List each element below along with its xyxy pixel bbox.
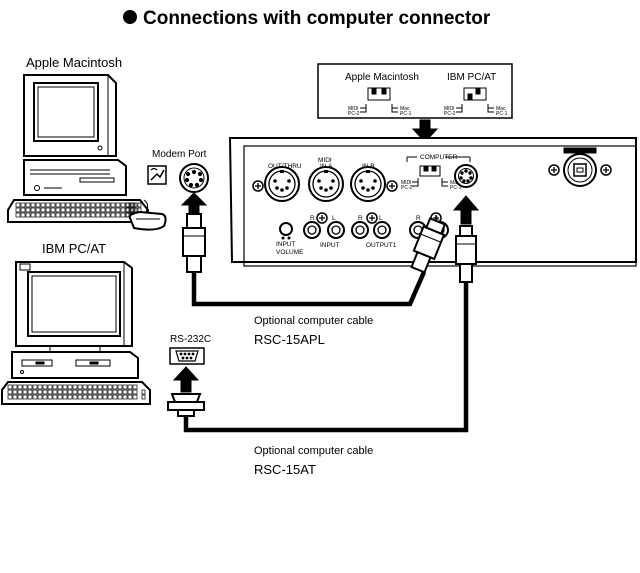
input-r-label: R <box>310 215 315 222</box>
mac-base <box>23 159 127 196</box>
cable-rsc15apl <box>191 271 427 307</box>
arrow-up-modem-icon <box>180 192 208 215</box>
inset-ibm-pos-mac: Mac <box>496 106 506 112</box>
cable-rsc15at <box>183 280 469 433</box>
midi-out-thru-socket[interactable] <box>264 166 300 202</box>
computer-label: COMPUTER <box>420 154 458 161</box>
inset-ibm-pos-midi: MIDI <box>444 106 455 112</box>
inset-ibm-pos-pc2: PC-2 <box>444 111 456 117</box>
panel-switch-pos-mac: Mac <box>450 180 460 186</box>
arrow-down-inset-icon <box>411 119 439 143</box>
screw-icon <box>316 212 328 224</box>
cable-at-model: RSC-15AT <box>254 462 316 477</box>
apl-cable-plug <box>410 217 447 274</box>
output1-l-label: L <box>379 215 383 222</box>
at-cable-plug <box>455 225 477 283</box>
screw-icon <box>600 164 612 176</box>
mac-mouse <box>128 210 167 231</box>
page-title: Connections with computer connector <box>143 8 491 29</box>
screw-icon <box>366 212 378 224</box>
computer-connector-socket[interactable] <box>454 164 478 188</box>
screw-icon <box>548 164 560 176</box>
cable-at-caption: Optional computer cable <box>254 445 373 457</box>
mac-computer: Apple Macintosh <box>7 55 167 231</box>
output1-r-label: R <box>358 215 363 222</box>
computer-switch[interactable]: MIDI PC-2 Mac PC-1 <box>401 165 462 191</box>
rs232-cable-plug <box>167 393 205 417</box>
arrow-up-rs232-icon <box>172 366 200 393</box>
cable-apl-caption: Optional computer cable <box>254 315 373 327</box>
input-jacks-label: INPUT <box>320 242 340 249</box>
cables <box>183 271 469 433</box>
inset-ibm-switch: MIDI PC-2 Mac PC-1 <box>444 87 508 117</box>
power-inlet <box>563 147 597 187</box>
panel-switch-pos-pc2: PC-2 <box>401 185 413 191</box>
midi-in-a-socket[interactable] <box>308 166 344 202</box>
ibm-system-unit <box>11 351 139 379</box>
panel-screws <box>252 164 612 224</box>
output1-jacks-label: OUTPUT1 <box>366 242 397 249</box>
midi-group-label: MIDI <box>318 157 332 164</box>
modem-port-group: Modem Port <box>147 149 209 193</box>
panel-switch-pos-pc1: PC-1 <box>450 185 462 191</box>
ibm-screen <box>27 271 121 337</box>
mac-label: Apple Macintosh <box>26 55 122 70</box>
output1-l-jack[interactable] <box>373 221 391 239</box>
mac-screen <box>33 82 99 142</box>
title-bullet-icon <box>123 10 137 24</box>
screw-icon <box>252 180 264 192</box>
cable-captions: Optional computer cable RSC-15APL Option… <box>254 315 373 477</box>
ibm-computer: IBM PC/AT <box>1 241 151 405</box>
title-group: Connections with computer connector <box>123 8 491 29</box>
inset-ibm-title: IBM PC/AT <box>447 72 496 83</box>
inset-ibm-pos-pc1: PC-1 <box>496 111 508 117</box>
inset-mac-switch: MIDI PC-2 Mac PC-1 <box>348 87 412 117</box>
midi-in-b-socket[interactable] <box>350 166 386 202</box>
modem-port-label: Modem Port <box>152 149 207 160</box>
inset-mac-pos-midi: MIDI <box>348 106 359 112</box>
input-l-jack[interactable] <box>327 221 345 239</box>
switch-inset: Apple Macintosh IBM PC/AT MIDI PC-2 Mac … <box>317 63 513 119</box>
arrow-up-computer-icon <box>452 195 480 225</box>
input-volume-knob[interactable] <box>279 222 293 240</box>
output1-r-jack[interactable] <box>351 221 369 239</box>
screw-icon <box>386 180 398 192</box>
inset-mac-pos-pc2: PC-2 <box>348 111 360 117</box>
input-volume-label-2: VOLUME <box>276 249 304 256</box>
inset-mac-title: Apple Macintosh <box>345 72 419 83</box>
rs232-port-group: RS-232C <box>169 334 211 365</box>
input-l-label: L <box>332 215 336 222</box>
rs232-port-label: RS-232C <box>170 334 211 345</box>
inset-mac-pos-pc1: PC-1 <box>400 111 412 117</box>
modem-cable-plug <box>182 213 206 273</box>
output2-l-label: L <box>436 215 440 222</box>
input-volume-label-1: INPUT <box>276 241 296 248</box>
output2-r-label: R <box>416 215 421 222</box>
cable-apl-model: RSC-15APL <box>254 332 325 347</box>
ibm-label: IBM PC/AT <box>42 241 106 256</box>
panel-switch-pos-midi: MIDI <box>401 180 412 186</box>
inset-mac-pos-mac: Mac <box>400 106 410 112</box>
input-r-jack[interactable] <box>303 221 321 239</box>
